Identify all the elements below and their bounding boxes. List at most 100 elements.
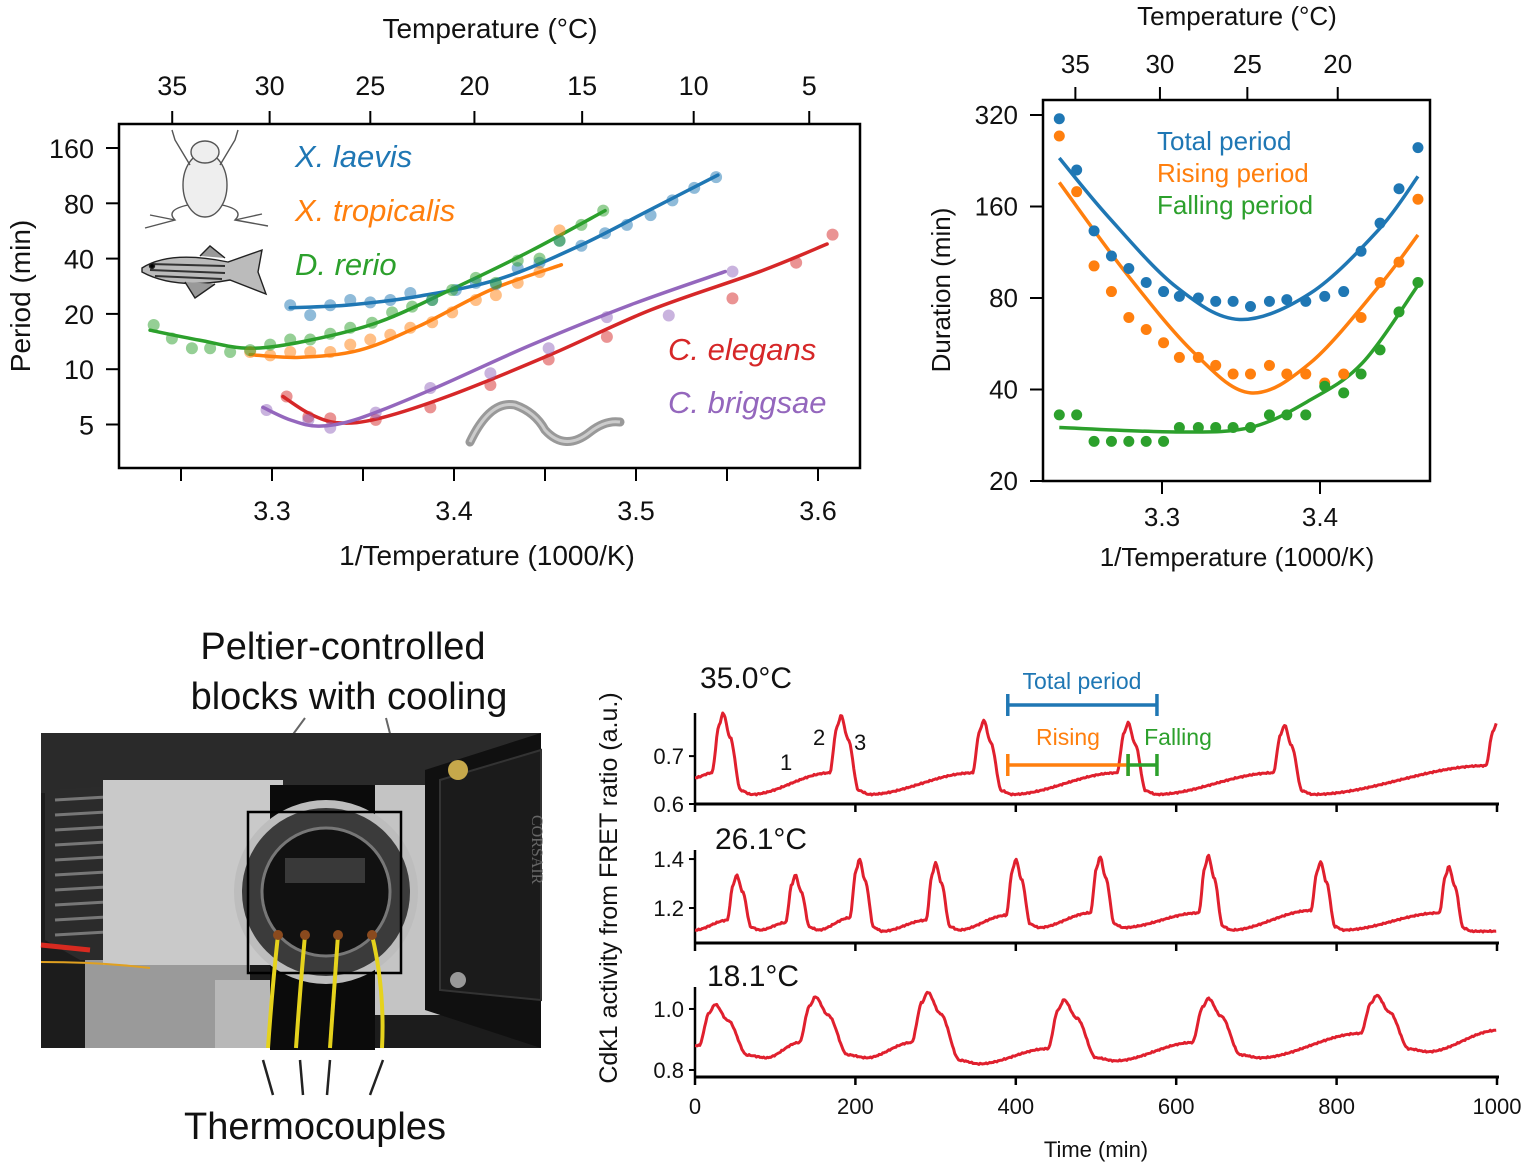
point-rising-period bbox=[1192, 351, 1204, 363]
top-x-tick-label: 30 bbox=[255, 71, 285, 101]
timeseries-panel-35-0-c: 0.60.7 bbox=[653, 711, 1499, 817]
point-rising-period bbox=[1355, 312, 1367, 324]
point-x-laevis bbox=[364, 296, 377, 309]
total-period-annotation-label: Total period bbox=[1023, 668, 1142, 694]
point-d-rerio bbox=[366, 316, 379, 329]
point-d-rerio bbox=[406, 300, 419, 313]
point-total-period bbox=[1244, 301, 1256, 313]
point-total-period bbox=[1158, 286, 1170, 298]
point-d-rerio bbox=[553, 234, 566, 247]
timeseries-xlabel: Time (min) bbox=[1044, 1137, 1148, 1162]
fit-line-falling-period bbox=[1059, 284, 1420, 434]
phase-label-3: 3 bbox=[854, 730, 866, 755]
point-total-period bbox=[1140, 276, 1152, 288]
point-falling-period bbox=[1158, 435, 1170, 447]
duration-chart-ylabel: Duration (min) bbox=[926, 208, 956, 373]
point-x-tropicalis bbox=[426, 316, 439, 329]
timeseries-ylabel: Cdk1 activity from FRET ratio (a.u.) bbox=[595, 692, 623, 1083]
point-falling-period bbox=[1244, 421, 1256, 433]
point-x-laevis bbox=[324, 299, 337, 312]
cooling-fan-box: CORSAIR bbox=[425, 733, 545, 1048]
device-brand-text: CORSAIR bbox=[528, 815, 545, 885]
top-x-tick-label: 35 bbox=[157, 71, 187, 101]
top-x-tick-label: 25 bbox=[355, 71, 385, 101]
point-x-laevis bbox=[599, 227, 612, 240]
point-total-period bbox=[1355, 245, 1367, 257]
point-d-rerio bbox=[165, 332, 178, 345]
point-x-laevis bbox=[284, 299, 297, 312]
point-falling-period bbox=[1393, 306, 1405, 318]
period-chart-frame bbox=[117, 122, 862, 470]
legend-c-briggsae: C. briggsae bbox=[668, 385, 827, 420]
cdk1-timeseries: Cdk1 activity from FRET ratio (a.u.) 35.… bbox=[595, 662, 1521, 1162]
point-rising-period bbox=[1412, 193, 1424, 205]
y-tick-label: 1.4 bbox=[653, 847, 684, 872]
point-c-elegans bbox=[542, 353, 555, 366]
point-rising-period bbox=[1071, 186, 1083, 198]
point-falling-period bbox=[1412, 276, 1424, 288]
point-x-tropicalis bbox=[511, 276, 524, 289]
point-d-rerio bbox=[469, 271, 482, 284]
x-tick-label: 3.5 bbox=[617, 496, 655, 526]
period-chart-x-axis: 3.3 3.4 3.5 3.6 bbox=[180, 468, 837, 526]
y-tick-label: 5 bbox=[79, 411, 94, 441]
point-total-period bbox=[1173, 290, 1185, 302]
y-tick-label: 80 bbox=[989, 283, 1018, 313]
y-tick-label: 80 bbox=[64, 189, 94, 219]
x-tick-label: 200 bbox=[837, 1094, 874, 1119]
top-x-tick-label: 35 bbox=[1061, 49, 1090, 79]
point-d-rerio bbox=[244, 344, 257, 357]
period-chart-xlabel: 1/Temperature (1000/K) bbox=[339, 540, 635, 571]
point-rising-period bbox=[1158, 337, 1170, 349]
y-tick-label: 0.7 bbox=[653, 744, 684, 769]
point-c-elegans bbox=[790, 256, 803, 269]
fit-line-d-rerio bbox=[148, 208, 607, 351]
x-tick-label: 600 bbox=[1158, 1094, 1195, 1119]
point-falling-period bbox=[1105, 435, 1117, 447]
point-rising-period bbox=[1393, 256, 1405, 268]
point-x-tropicalis bbox=[469, 294, 482, 307]
point-x-tropicalis bbox=[384, 328, 397, 341]
legend-total-period: Total period bbox=[1157, 126, 1291, 156]
legend-x-tropicalis: X. tropicalis bbox=[294, 193, 455, 228]
point-x-tropicalis bbox=[553, 224, 566, 237]
x-tick-label: 3.3 bbox=[1144, 502, 1180, 532]
point-c-briggsae bbox=[484, 367, 497, 380]
point-falling-period bbox=[1263, 409, 1275, 421]
point-x-tropicalis bbox=[284, 346, 297, 359]
top-x-tick-label: 25 bbox=[1233, 49, 1262, 79]
point-rising-period bbox=[1123, 312, 1135, 324]
point-c-briggsae bbox=[369, 406, 382, 419]
y-tick-label: 160 bbox=[975, 192, 1018, 222]
point-rising-period bbox=[1263, 359, 1275, 371]
point-total-period bbox=[1210, 295, 1222, 307]
point-falling-period bbox=[1338, 387, 1350, 399]
point-x-laevis bbox=[688, 181, 701, 194]
point-total-period bbox=[1338, 286, 1350, 298]
point-falling-period bbox=[1300, 409, 1312, 421]
x-tick-label: 3.3 bbox=[253, 496, 291, 526]
point-x-tropicalis bbox=[364, 333, 377, 346]
point-c-briggsae bbox=[600, 311, 613, 324]
point-x-laevis bbox=[710, 171, 723, 184]
point-x-tropicalis bbox=[324, 346, 337, 359]
y-tick-label: 1.0 bbox=[653, 997, 684, 1022]
point-x-tropicalis bbox=[304, 346, 317, 359]
top-x-tick-label: 10 bbox=[679, 71, 709, 101]
point-x-laevis bbox=[644, 209, 657, 222]
x-tick-label: 3.6 bbox=[799, 496, 837, 526]
cdk1-trace-18-1-c bbox=[694, 990, 1497, 1066]
point-c-elegans bbox=[826, 228, 839, 241]
top-x-tick-label: 5 bbox=[802, 71, 817, 101]
point-c-briggsae bbox=[726, 265, 739, 278]
x-tick-label: 3.4 bbox=[435, 496, 473, 526]
point-x-laevis bbox=[344, 294, 357, 307]
point-total-period bbox=[1192, 292, 1204, 304]
point-d-rerio bbox=[224, 346, 237, 359]
point-d-rerio bbox=[597, 204, 610, 217]
point-d-rerio bbox=[344, 321, 357, 334]
